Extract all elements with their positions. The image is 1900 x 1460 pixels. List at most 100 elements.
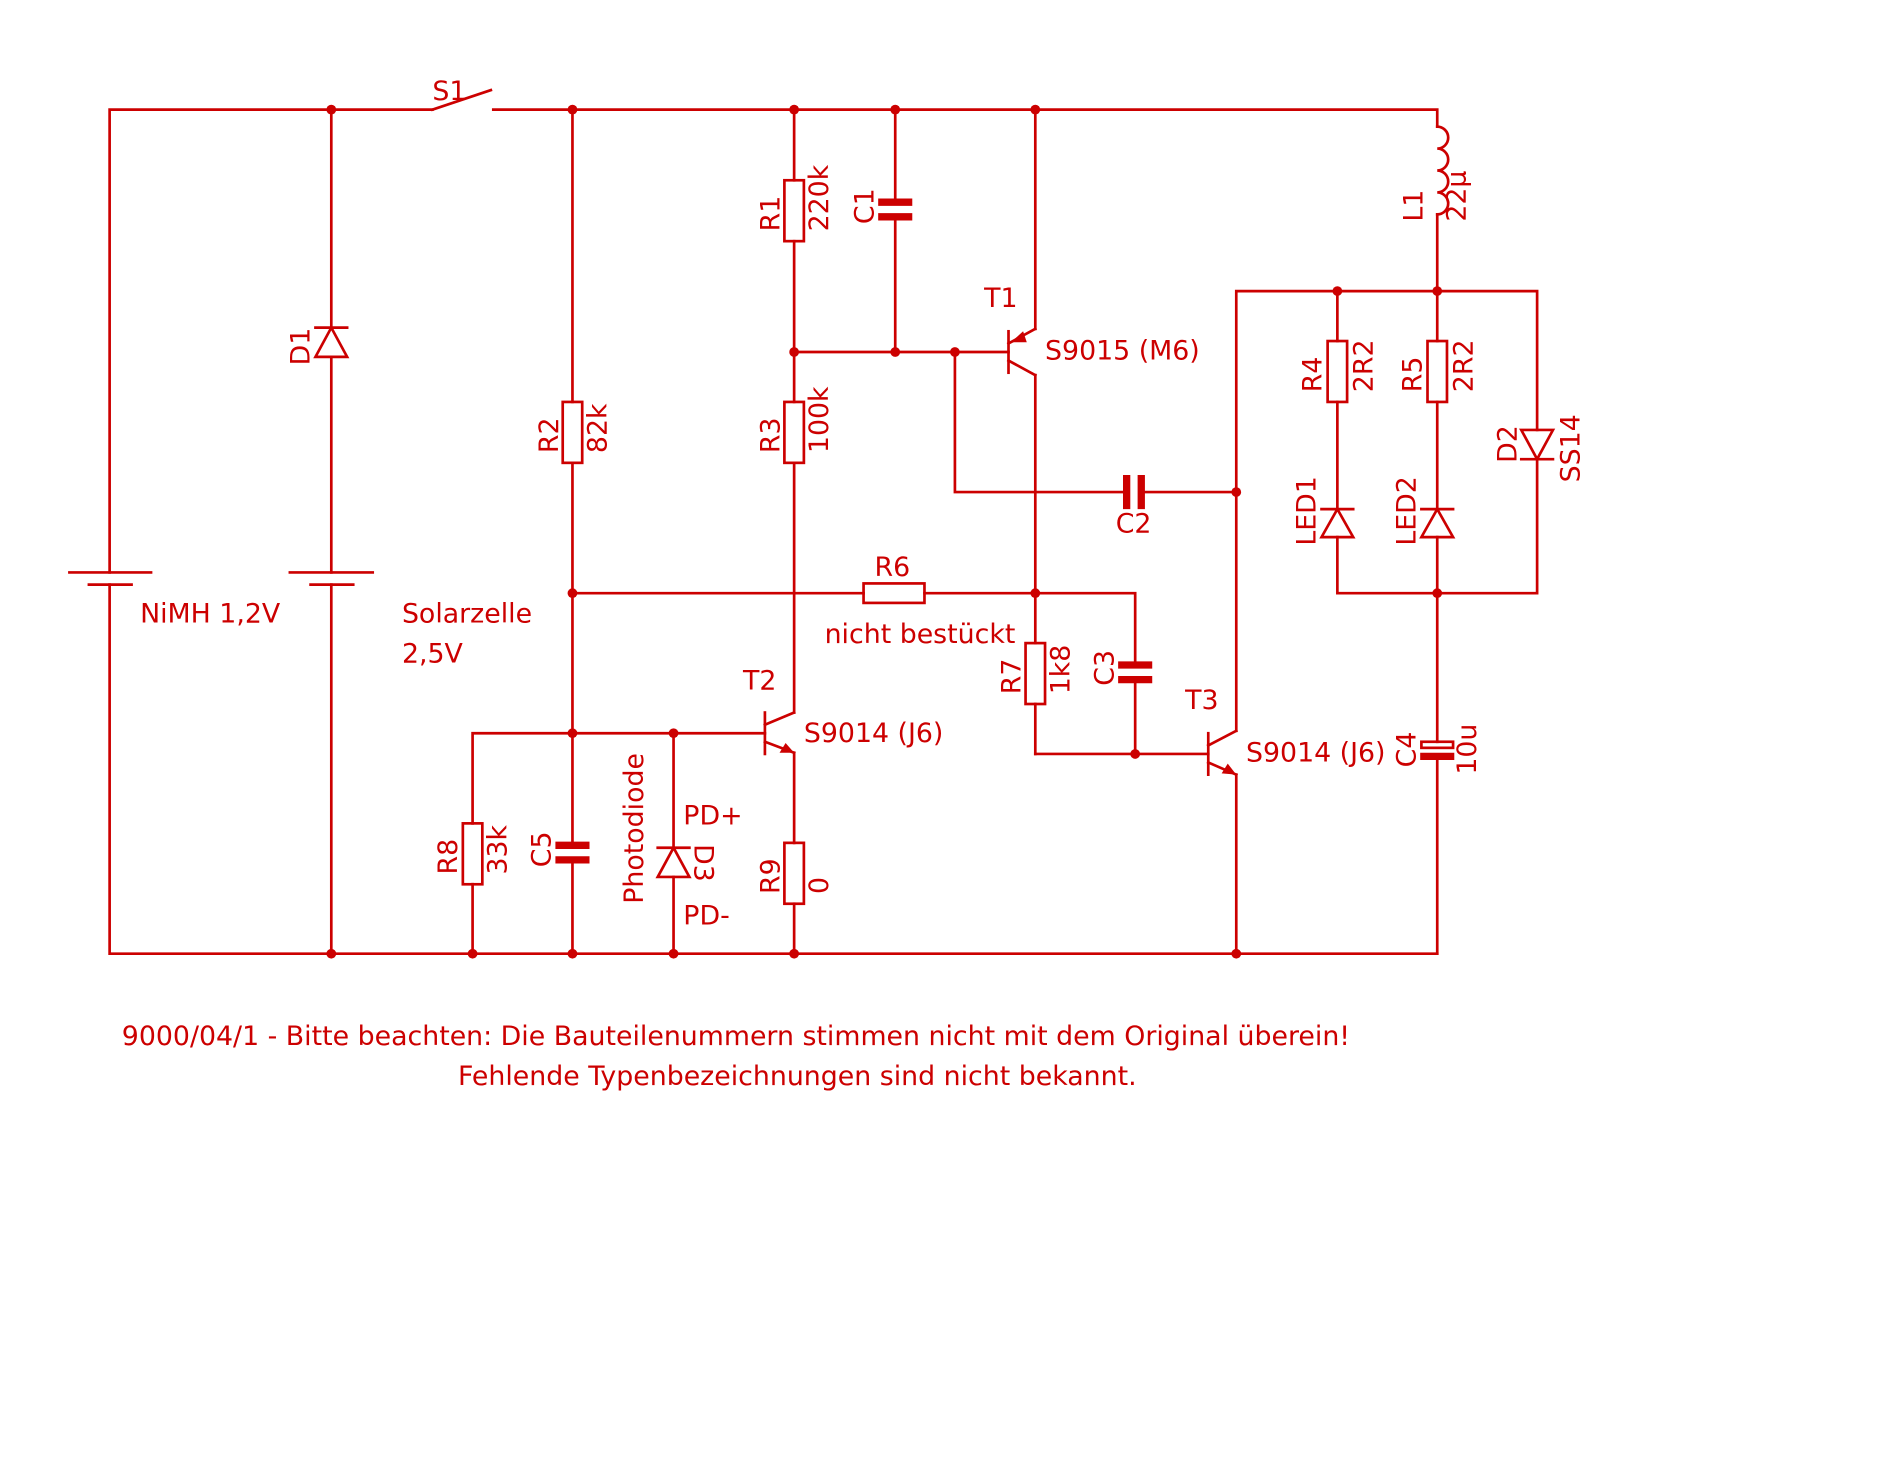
solar-label-line1: Solarzelle [402, 598, 532, 629]
r6-note: nicht bestückt [825, 619, 1016, 650]
resistor-r3: R3 100k [756, 386, 835, 465]
resistor-r9: R9 0 [756, 841, 835, 906]
junction-dot [668, 728, 679, 739]
t2-value: S9014 (J6) [804, 718, 944, 749]
junction-dot [668, 948, 679, 959]
r3-ref: R3 [756, 417, 787, 453]
resistor-r1: R1 220k [756, 164, 835, 243]
resistor-r4: R4 2R2 [1298, 340, 1380, 404]
r8-value: 33k [483, 824, 514, 874]
c4-value: 10u [1452, 724, 1483, 775]
junction-dot [789, 347, 800, 357]
diode-d1: D1 [285, 324, 350, 366]
l1-ref: L1 [1399, 190, 1430, 222]
wire-r8 [471, 731, 767, 825]
d3-pin-plus: PD+ [683, 801, 742, 832]
junction-dot [1432, 286, 1443, 296]
transistor-t2: T2 S9014 (J6) [742, 665, 944, 756]
c3-ref: C3 [1089, 650, 1120, 686]
note-line-2: Fehlende Typenbezeichnungen sind nicht b… [458, 1061, 1137, 1092]
r7-ref: R7 [997, 659, 1028, 695]
r4-ref: R4 [1298, 357, 1329, 393]
junction-dot [789, 948, 800, 959]
transistor-t3: T3 S9014 (J6) [1184, 685, 1386, 777]
photodiode-d3: Photodiode D3 PD+ PD- [619, 753, 742, 931]
junction-dot [1332, 286, 1343, 296]
r6-ref: R6 [875, 552, 911, 583]
r3-value: 100k [804, 386, 835, 453]
d3-type: Photodiode [619, 753, 650, 904]
switch-s1: S1 [430, 76, 493, 112]
capacitor-c3: C3 [1089, 650, 1153, 686]
d3-pin-minus: PD- [683, 900, 729, 931]
t3-value: S9014 (J6) [1246, 737, 1386, 768]
wires [108, 108, 1539, 956]
solar-cell: Solarzelle 2,5V [288, 571, 532, 670]
led-2: LED2 [1391, 476, 1456, 546]
t3-ref: T3 [1184, 685, 1218, 716]
wire-bottom [108, 583, 1439, 956]
r5-value: 2R2 [1449, 340, 1480, 393]
junction-dot [1130, 749, 1141, 759]
led-1: LED1 [1291, 476, 1356, 546]
r2-ref: R2 [534, 417, 565, 453]
capacitor-c2: C2 [1116, 475, 1152, 539]
note-line-1: 9000/04/1 - Bitte beachten: Die Bauteile… [122, 1021, 1350, 1052]
d2-value: SS14 [1556, 414, 1587, 482]
inductor-l1: L1 22µ [1399, 125, 1472, 222]
capacitor-c4: C4 10u [1391, 724, 1483, 775]
r5-ref: R5 [1397, 357, 1428, 393]
battery-nimh: NiMH 1,2V [68, 571, 281, 629]
capacitor-c5: C5 [527, 831, 590, 867]
junction-dot [789, 104, 800, 115]
junction-dot [1030, 588, 1041, 599]
junctions [326, 104, 1443, 959]
solar-label-line2: 2,5V [402, 639, 464, 670]
schematic-notes: 9000/04/1 - Bitte beachten: Die Bauteile… [122, 1021, 1350, 1092]
r1-ref: R1 [756, 196, 787, 232]
wire-r6-right [923, 591, 1137, 667]
c5-ref: C5 [527, 831, 558, 867]
wire-top-left [108, 108, 434, 574]
r8-ref: R8 [433, 839, 464, 875]
l1-value: 22µ [1441, 171, 1472, 222]
wire-c2-left [953, 350, 1128, 494]
c4-ref: C4 [1391, 732, 1422, 768]
r7-value: 1k8 [1045, 645, 1076, 695]
resistor-r2: R2 82k [534, 400, 614, 465]
junction-dot [890, 104, 901, 115]
junction-dot [1231, 487, 1242, 497]
c2-ref: C2 [1116, 508, 1152, 539]
battery-label: NiMH 1,2V [140, 598, 281, 629]
t2-ref: T2 [742, 665, 776, 696]
resistor-r5: R5 2R2 [1397, 340, 1480, 404]
r4-value: 2R2 [1349, 340, 1380, 393]
d1-ref: D1 [285, 328, 316, 366]
junction-dot [567, 948, 578, 959]
r9-value: 0 [804, 877, 835, 894]
diode-d2: D2 SS14 [1492, 414, 1586, 482]
transistor-t1: T1 S9015 (M6) [983, 283, 1200, 377]
junction-dot [567, 104, 578, 115]
wire-t3-collector [1234, 289, 1539, 733]
resistor-r7: R7 1k8 [997, 641, 1076, 706]
resistor-r8: R8 33k [433, 822, 514, 886]
d2-ref: D2 [1492, 425, 1523, 463]
junction-dot [1231, 948, 1242, 959]
t1-value: S9015 (M6) [1045, 335, 1200, 366]
c1-ref: C1 [849, 188, 880, 224]
led2-ref: LED2 [1391, 476, 1422, 546]
junction-dot [1030, 104, 1041, 115]
resistor-r6: R6 nicht bestückt [825, 552, 1016, 650]
junction-dot [890, 347, 901, 357]
junction-dot [950, 347, 960, 357]
junction-dot [567, 728, 578, 739]
junction-dot [567, 588, 578, 599]
capacitor-c1: C1 [849, 188, 913, 224]
junction-dot [467, 948, 478, 959]
led1-ref: LED1 [1291, 476, 1322, 546]
junction-dot [1432, 588, 1443, 599]
t1-ref: T1 [983, 283, 1017, 314]
r9-ref: R9 [756, 858, 787, 894]
